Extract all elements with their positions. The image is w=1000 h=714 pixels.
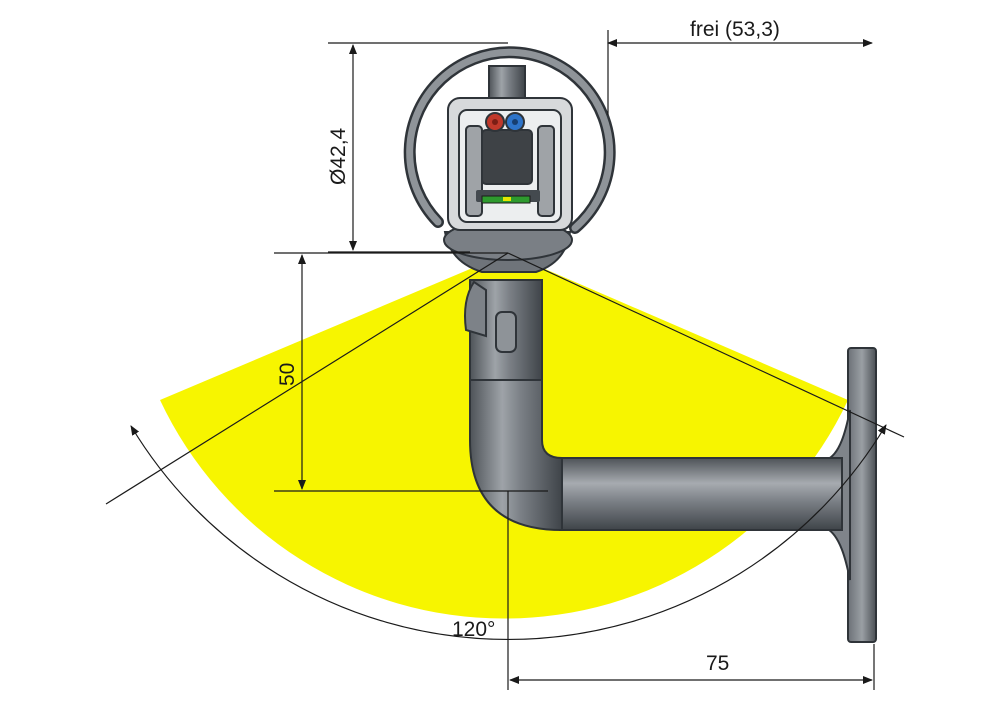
height-dimension: 50 (274, 252, 548, 492)
diameter-label: Ø42,4 (327, 127, 350, 185)
projection-dimension: 75 (507, 491, 875, 690)
diameter-dimension: Ø42,4 (327, 42, 508, 253)
lamp-housing (403, 46, 616, 234)
clearance-label: frei (53,3) (690, 18, 780, 41)
mounting-clamp (464, 280, 487, 338)
angle-dimension: 120° (105, 252, 905, 641)
height-label: 50 (276, 363, 299, 386)
projection-label: 75 (706, 652, 729, 675)
angle-label: 120° (452, 618, 495, 641)
clearance-dimension: frei (53,3) (607, 18, 873, 115)
horizontal-arm (559, 457, 843, 531)
clamp-slot (495, 311, 517, 353)
